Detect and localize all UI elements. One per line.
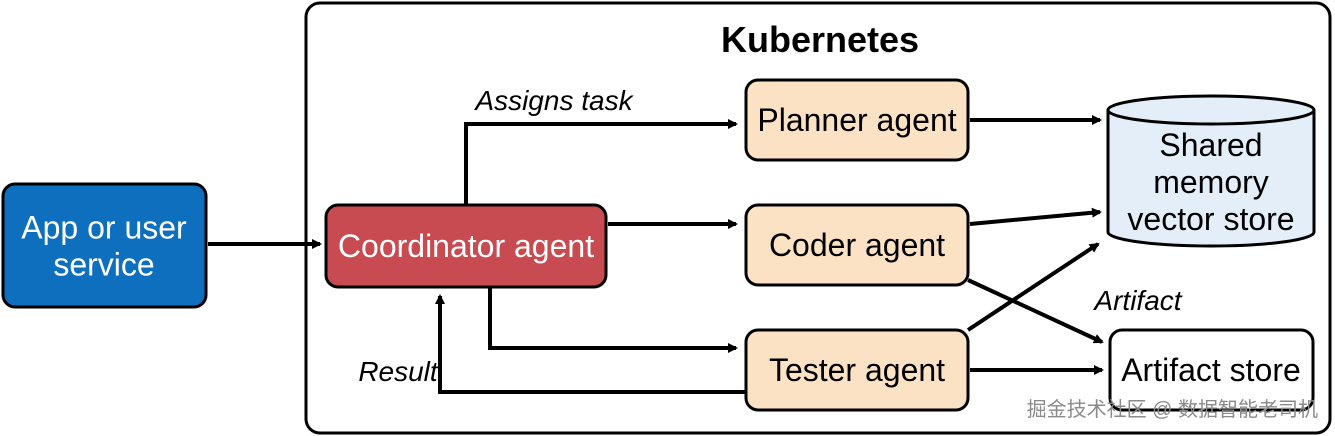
edges <box>208 115 1104 394</box>
planner-node: Planner agent <box>744 78 970 162</box>
edge-coordinator-planner <box>464 119 738 204</box>
artifact-store-label: Artifact store <box>1121 352 1301 388</box>
cluster-title: Kubernetes <box>721 19 919 60</box>
edge-coder-artifact <box>967 278 1104 344</box>
edge-coder-memory <box>969 207 1102 226</box>
coder-node: Coder agent <box>744 203 970 287</box>
tester-node-label: Tester agent <box>769 352 945 388</box>
coordinator-node-label: Coordinator agent <box>338 228 594 264</box>
coder-node-label: Coder agent <box>769 227 945 263</box>
edge-tester-memory <box>966 242 1100 332</box>
edge-label-result: Result <box>358 356 439 387</box>
tester-node: Tester agent <box>744 328 970 412</box>
watermark: 掘金技术社区 @ 数据智能老司机 <box>1027 398 1318 421</box>
coordinator-node: Coordinator agent <box>324 203 608 289</box>
artifact-store-node: Artifact store <box>1108 328 1315 412</box>
edge-coordinator-tester <box>488 288 738 353</box>
edge-label-artifact: Artifact <box>1092 285 1182 316</box>
edge-label-assigns-task: Assigns task <box>473 85 634 116</box>
edge-tester-coordinator <box>435 294 746 394</box>
planner-node-label: Planner agent <box>757 102 956 138</box>
